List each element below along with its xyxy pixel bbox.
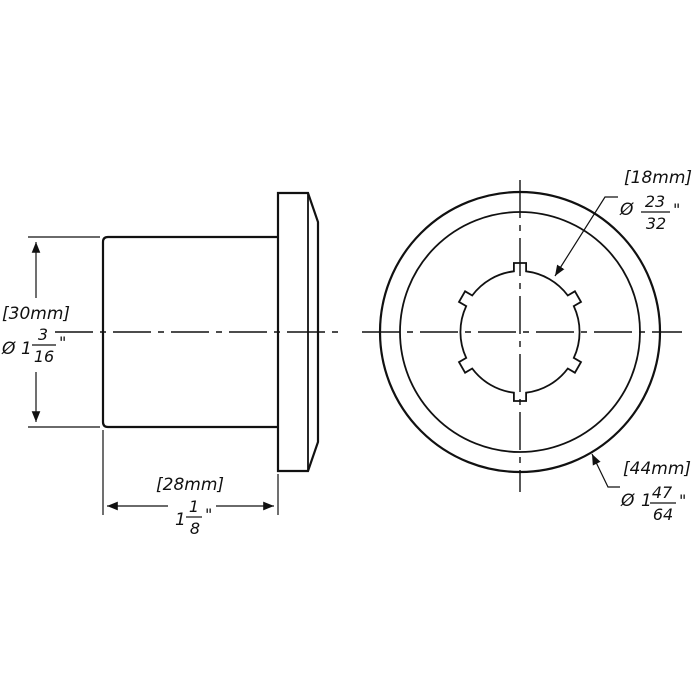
length-fraction-den: 8 [190, 519, 200, 538]
bore-fraction-num: 23 [645, 192, 665, 211]
bore-dimension-label: [18mm] Ø 23 32 " [619, 168, 692, 233]
flange-fraction-den: 64 [653, 505, 673, 524]
bore-fraction-den: 32 [646, 214, 666, 233]
height-fraction-den: 16 [34, 347, 54, 366]
flange-whole: 1 [641, 491, 652, 511]
bore-inch-mark: " [673, 200, 680, 219]
flange-inch-mark: " [679, 491, 686, 510]
length-metric: [28mm] [156, 475, 224, 495]
length-inch-mark: " [205, 505, 212, 524]
length-dimension-label: [28mm] 1 1 8 " [156, 475, 224, 538]
side-view [28, 191, 338, 515]
flange-diameter-symbol: Ø [620, 491, 635, 511]
height-inch-mark: " [59, 333, 66, 352]
height-fraction-num: 3 [38, 325, 48, 344]
flange-metric: [44mm] [623, 459, 691, 479]
splined-bore [457, 262, 583, 402]
flange-fraction-num: 47 [652, 483, 673, 502]
bore-metric: [18mm] [624, 168, 692, 188]
bore-diameter-symbol: Ø [619, 200, 634, 220]
flange-leader [591, 453, 620, 488]
bore-leader [554, 196, 618, 277]
flange-dimension-label: [44mm] Ø 1 47 64 " [620, 459, 691, 524]
height-diameter-symbol: Ø [1, 339, 16, 359]
length-fraction-num: 1 [189, 497, 199, 516]
front-view [362, 180, 682, 492]
length-whole: 1 [175, 510, 186, 530]
height-metric: [30mm] [2, 304, 70, 324]
height-whole: 1 [21, 339, 32, 359]
height-dimension-label: [30mm] Ø 1 3 16 " [1, 304, 70, 366]
